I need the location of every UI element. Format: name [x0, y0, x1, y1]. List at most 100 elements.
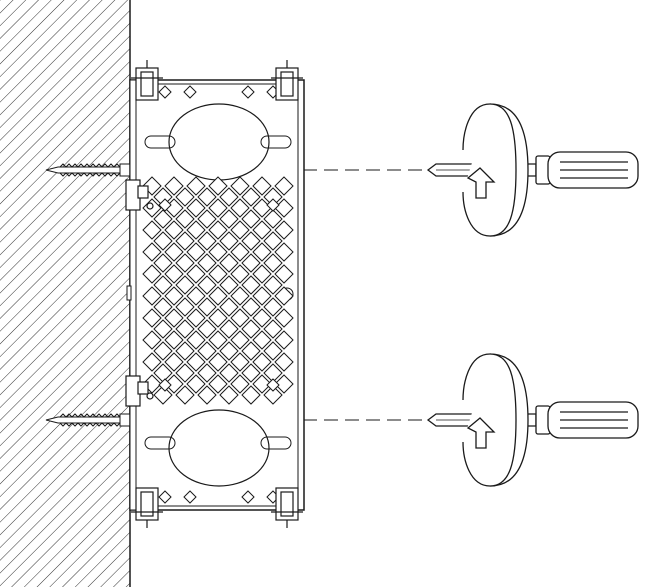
lattice-diamond: [175, 341, 195, 361]
lattice-diamond: [219, 363, 239, 383]
lattice-diamond: [164, 374, 184, 394]
lattice-diamond: [186, 242, 206, 262]
lattice-diamond: [183, 85, 197, 99]
lattice-diamond: [252, 220, 272, 240]
lattice-diamond: [263, 275, 283, 295]
lattice-diamond: [241, 209, 261, 229]
lattice-diamond: [153, 209, 173, 229]
lattice-diamond: [230, 264, 250, 284]
lattice-diamond: [208, 286, 228, 306]
lattice-diamond: [197, 253, 217, 273]
lattice-diamond: [153, 231, 173, 251]
rotation-arrow-top-icon: [462, 103, 529, 237]
lattice-diamond: [175, 187, 195, 207]
lattice-diamond: [219, 253, 239, 273]
lattice-diamond: [142, 352, 162, 372]
lattice-diamond: [164, 264, 184, 284]
lattice-diamond: [274, 220, 294, 240]
lattice-diamond: [263, 231, 283, 251]
corner-clips: [125, 60, 303, 528]
lattice-diamond: [186, 352, 206, 372]
lattice-diamond: [241, 385, 261, 405]
lattice-diamond: [164, 220, 184, 240]
lattice-diamond: [208, 330, 228, 350]
lattice-diamond: [153, 319, 173, 339]
lattice-diamond: [164, 286, 184, 306]
lattice-diamond: [274, 374, 294, 394]
lattice-diamond: [230, 374, 250, 394]
lattice-diamond: [208, 308, 228, 328]
lattice-diamond: [197, 385, 217, 405]
lattice-diamond: [230, 308, 250, 328]
lattice-diamond: [263, 341, 283, 361]
screwdriver-top-icon: [426, 151, 639, 189]
lattice-diamond: [197, 209, 217, 229]
oval-cutout-bottom: [168, 409, 270, 487]
lattice-diamond: [197, 231, 217, 251]
lattice-diamond: [197, 341, 217, 361]
lattice-diamond: [175, 319, 195, 339]
clip-bottom-left: [131, 487, 163, 528]
lattice-diamond: [219, 385, 239, 405]
lattice-diamond: [175, 297, 195, 317]
lattice-diamond: [164, 242, 184, 262]
lattice-diamond: [274, 330, 294, 350]
lattice-diamond: [241, 363, 261, 383]
lattice-diamond: [274, 352, 294, 372]
lattice-diamond: [263, 319, 283, 339]
lattice-diamond: [230, 352, 250, 372]
lattice-diamond: [197, 275, 217, 295]
lattice-diamond: [266, 198, 280, 212]
lattice-diamond: [252, 286, 272, 306]
lattice-diamond: [230, 176, 250, 196]
lattice-diamond: [186, 330, 206, 350]
lattice-diamond: [186, 374, 206, 394]
lattice-diamond: [197, 187, 217, 207]
lattice-diamond: [153, 297, 173, 317]
lattice-diamond: [197, 319, 217, 339]
lattice-diamond: [252, 330, 272, 350]
lattice-diamond: [252, 176, 272, 196]
lattice-diamond: [219, 275, 239, 295]
lattice-diamond: [219, 231, 239, 251]
lattice-diamond: [142, 330, 162, 350]
lattice-diamond: [274, 176, 294, 196]
lattice-diamond: [208, 198, 228, 218]
lattice-diamond: [175, 231, 195, 251]
lattice-diamond: [241, 187, 261, 207]
lattice-diamond: [274, 286, 294, 306]
lattice-diamond: [186, 198, 206, 218]
lattice-diamond: [153, 253, 173, 273]
lattice-diamond: [241, 231, 261, 251]
lattice-diamond: [252, 308, 272, 328]
lattice-diamond: [158, 490, 172, 504]
lattice-diamond: [142, 242, 162, 262]
lattice-diamond: [175, 363, 195, 383]
lattice-diamond: [241, 319, 261, 339]
side-latch-bottom: [125, 375, 154, 407]
lattice-diamond: [241, 490, 255, 504]
lattice-diamond: [153, 385, 173, 405]
lattice-diamond: [252, 352, 272, 372]
lattice-diamond: [219, 341, 239, 361]
lattice-diamond: [263, 209, 283, 229]
lattice-diamond: [208, 242, 228, 262]
lattice-diamond: [274, 264, 294, 284]
lattice-diamond: [263, 385, 283, 405]
bracket-lattice: [142, 85, 294, 504]
wall: [0, 0, 131, 587]
lattice-diamond: [230, 220, 250, 240]
lattice-diamond: [208, 264, 228, 284]
lattice-diamond: [142, 308, 162, 328]
rotation-arrow-bottom-icon: [462, 353, 529, 487]
lattice-diamond: [142, 220, 162, 240]
lattice-diamond: [175, 209, 195, 229]
lattice-diamond: [175, 253, 195, 273]
lattice-diamond: [252, 264, 272, 284]
lattice-diamond: [186, 176, 206, 196]
lattice-diamond: [164, 330, 184, 350]
lattice-diamond: [164, 308, 184, 328]
lattice-diamond: [186, 286, 206, 306]
lattice-diamond: [230, 198, 250, 218]
